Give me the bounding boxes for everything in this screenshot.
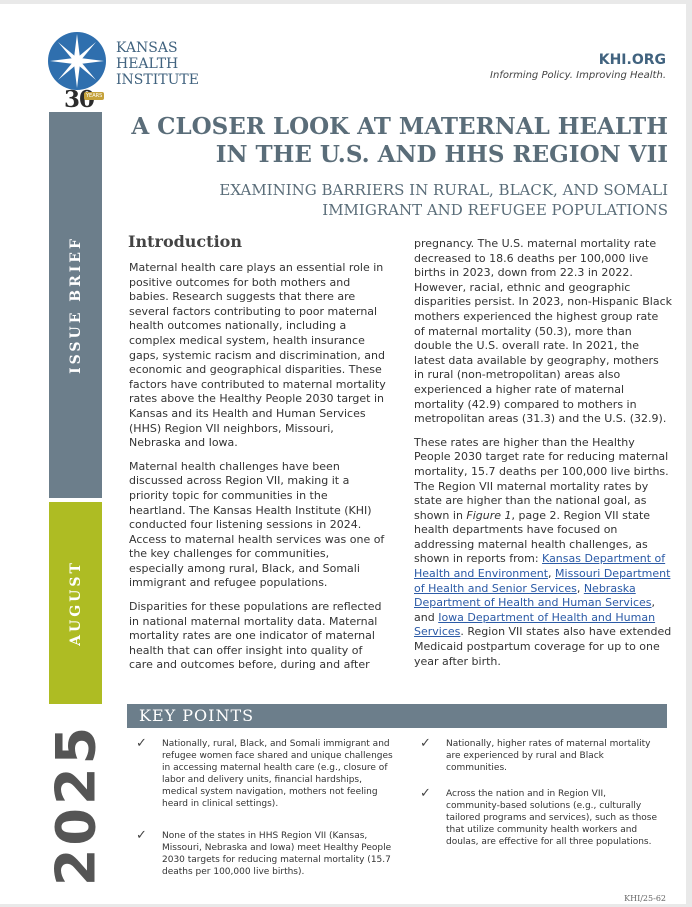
tagline: Informing Policy. Improving Health. <box>490 70 666 81</box>
intro-paragraph-3: Disparities for these populations are re… <box>129 600 382 672</box>
key-point-text: Nationally, rural, Black, and Somali imm… <box>162 739 393 809</box>
key-point-text: None of the states in HHS Region VII (Ka… <box>162 831 392 877</box>
p5-sep-1: , <box>548 567 556 581</box>
year-label: 2025 <box>44 723 108 887</box>
key-points-heading: KEY POINTS <box>139 706 255 725</box>
page-title: A CLOSER LOOK AT MATERNAL HEALTH IN THE … <box>118 113 668 169</box>
checkmark-icon: ✓ <box>420 786 431 801</box>
logo-wordmark: KANSAS HEALTH INSTITUTE <box>116 40 199 88</box>
link-missouri-dhss[interactable]: Missouri Department of Health and Senior… <box>414 567 671 595</box>
p5-sep-2: , <box>576 581 584 595</box>
month-label: AUGUST <box>67 560 84 646</box>
intro-paragraph-4: pregnancy. The U.S. maternal mortality r… <box>414 237 672 426</box>
link-nebraska-dhhs[interactable]: Nebraska Department of Health and Human … <box>414 581 652 610</box>
key-point-item: ✓ Nationally, rural, Black, and Somali i… <box>136 736 398 810</box>
p5-text-a: These rates are higher than the Healthy … <box>414 435 669 522</box>
title-line-1: A CLOSER LOOK AT MATERNAL HEALTH <box>131 113 668 140</box>
introduction-heading: Introduction <box>128 232 242 251</box>
site-link[interactable]: KHI.ORG <box>598 52 666 68</box>
subtitle-line-1: EXAMINING BARRIERS IN RURAL, BLACK, AND … <box>219 181 668 199</box>
body-column-left: Maternal health care plays an essential … <box>129 261 387 682</box>
key-point-item: ✓ Nationally, higher rates of maternal m… <box>420 736 660 774</box>
checkmark-icon: ✓ <box>420 736 431 751</box>
key-points-header: KEY POINTS <box>127 704 667 728</box>
year-sidebar: 2025 <box>44 720 108 890</box>
subtitle-line-2: IMMIGRANT AND REFUGEE POPULATIONS <box>322 201 668 219</box>
figure-reference: Figure 1 <box>466 508 512 522</box>
logo-line-1: KANSAS <box>116 40 178 56</box>
intro-paragraph-1: Maternal health care plays an essential … <box>129 261 386 450</box>
checkmark-icon: ✓ <box>136 828 147 843</box>
document-number: KHI/25-62 <box>624 894 666 903</box>
key-point-text: Nationally, higher rates of maternal mor… <box>446 739 651 773</box>
khi-logo-star-icon <box>48 32 106 90</box>
link-iowa-hhs[interactable]: Iowa Department of Health and Human Serv… <box>414 610 656 639</box>
logo-line-3: INSTITUTE <box>116 72 199 88</box>
logo-line-2: HEALTH <box>116 56 179 72</box>
key-point-item: ✓ None of the states in HHS Region VII (… <box>136 828 398 878</box>
body-column-right: pregnancy. The U.S. maternal mortality r… <box>414 237 672 678</box>
category-sidebar-band: ISSUE BRIEF <box>49 112 102 498</box>
month-sidebar-band: AUGUST <box>49 502 102 704</box>
key-point-text: Across the nation and in Region VII, com… <box>446 789 658 847</box>
p5-text-c: . Region VII states also have extended M… <box>414 625 672 668</box>
intro-paragraph-5: These rates are higher than the Healthy … <box>414 436 672 670</box>
p5-text-b: , page 2. Region VII state health depart… <box>414 508 651 566</box>
link-kdhe[interactable]: Kansas Department of Health and Environm… <box>414 552 666 581</box>
document-page: 30 YEARS KANSAS HEALTH INSTITUTE KHI.ORG… <box>0 4 686 904</box>
p5-sep-3: , and <box>414 596 656 624</box>
category-label: ISSUE BRIEF <box>67 236 84 374</box>
key-point-item: ✓ Across the nation and in Region VII, c… <box>420 786 660 848</box>
checkmark-icon: ✓ <box>136 736 147 751</box>
logo-anniversary-badge: YEARS <box>84 92 105 100</box>
page-subtitle: EXAMINING BARRIERS IN RURAL, BLACK, AND … <box>118 180 668 220</box>
title-line-2: IN THE U.S. AND HHS REGION VII <box>215 141 668 168</box>
intro-paragraph-2: Maternal health challenges have been dis… <box>129 459 385 590</box>
